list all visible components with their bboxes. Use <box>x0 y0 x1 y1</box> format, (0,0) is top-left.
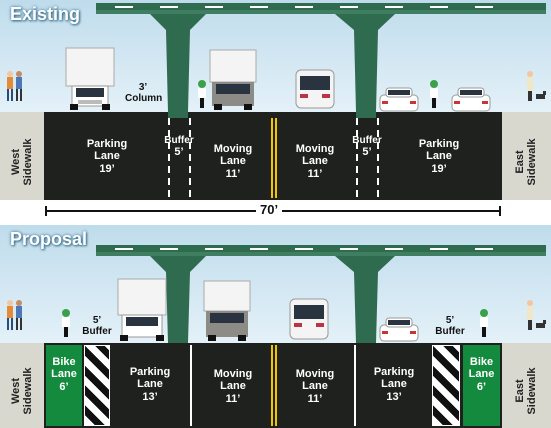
lane-name: Bike Lane <box>468 356 495 380</box>
lane-width: 11’ <box>225 393 241 405</box>
lane-name: Parking Lane <box>129 366 171 390</box>
center-line <box>271 118 273 198</box>
lane-width: 5’ <box>174 146 184 158</box>
box-truck-icon <box>203 280 251 341</box>
pedestrian-icon <box>7 300 13 330</box>
bus-icon <box>289 298 329 340</box>
lane-name: Moving Lane <box>295 368 335 392</box>
total-width-label: 70’ <box>256 202 283 217</box>
existing-panel: Existing 3’ Column West Sidewalk Eas <box>0 0 551 217</box>
lane-marking <box>356 118 358 198</box>
lane-name: Moving Lane <box>213 143 253 167</box>
panel-title: Existing <box>10 4 81 24</box>
center-line <box>275 345 277 426</box>
lane-width: 6’ <box>59 381 69 393</box>
roadway <box>44 112 502 200</box>
lane-marking <box>189 118 191 198</box>
lane-width: 11’ <box>225 168 241 180</box>
lane-width: 13’ <box>386 391 402 403</box>
pedestrian-icon <box>16 71 22 101</box>
box-truck-icon <box>65 47 115 110</box>
column-note: 3’ Column <box>125 82 163 104</box>
car-icon <box>379 87 419 112</box>
pedestrian-icon <box>527 71 533 101</box>
lane-width: 19’ <box>431 163 447 175</box>
column-base <box>168 112 188 118</box>
elevated-structure <box>96 3 546 112</box>
cyclist-icon <box>480 309 488 337</box>
box-truck-icon <box>209 49 257 110</box>
lane-name: Moving Lane <box>295 143 335 167</box>
west-sidewalk-label: West Sidewalk <box>10 138 34 186</box>
bike-lane-west <box>46 345 82 426</box>
proposal-vehicles <box>7 278 546 342</box>
buffer-note-left: 5’ Buffer <box>82 315 112 337</box>
lane-marking <box>168 118 170 198</box>
east-sidewalk <box>502 343 551 428</box>
lane-name: Moving Lane <box>213 368 253 392</box>
cyclist-icon <box>62 309 70 337</box>
buffer-hatch-west <box>84 345 110 426</box>
west-sidewalk <box>0 112 44 200</box>
sky <box>0 225 551 343</box>
lane-width: 5’ <box>362 146 372 158</box>
dog-icon <box>536 91 546 99</box>
box-truck-icon <box>117 278 167 341</box>
column-base <box>356 112 376 118</box>
existing-vehicles <box>7 47 546 112</box>
lane-marking <box>190 345 192 426</box>
lane-name: Buffer <box>164 135 194 146</box>
lane-name: Parking Lane <box>373 366 415 390</box>
panel-title: Proposal <box>10 229 88 249</box>
dog-icon <box>536 320 546 328</box>
lane-name: Parking Lane <box>418 138 460 162</box>
proposal-panel: Proposal 5’ Buffer 5’ Buffer West Sidewa… <box>0 225 551 428</box>
lane-name: Buffer <box>352 135 382 146</box>
bike-lane-east <box>463 345 500 426</box>
cyclist-icon <box>430 80 438 108</box>
car-icon <box>379 317 419 342</box>
cyclist-icon <box>198 80 206 108</box>
lane-name: Bike Lane <box>51 356 77 380</box>
elevated-structure <box>96 245 546 343</box>
lane-marking <box>377 118 379 198</box>
car-icon <box>451 87 491 112</box>
dimension-tick <box>45 206 47 216</box>
lane-width: 19’ <box>99 163 115 175</box>
lane-width: 13’ <box>142 391 158 403</box>
roadway <box>44 343 502 428</box>
west-sidewalk-label: West Sidewalk <box>10 367 34 415</box>
dimension-tick <box>499 206 501 216</box>
east-sidewalk-label: East Sidewalk <box>514 367 538 415</box>
lane-name: Parking Lane <box>86 138 128 162</box>
lane-marking <box>354 345 356 426</box>
center-line <box>275 118 277 198</box>
bus-icon <box>295 69 335 109</box>
east-sidewalk <box>502 112 551 200</box>
buffer-hatch-east <box>432 345 460 426</box>
lane-width: 6’ <box>476 381 487 393</box>
west-sidewalk <box>0 343 44 428</box>
lane-width: 11’ <box>307 393 323 405</box>
center-line <box>271 345 273 426</box>
east-sidewalk-label: East Sidewalk <box>514 138 538 186</box>
pedestrian-icon <box>16 300 22 330</box>
pedestrian-icon <box>527 300 533 330</box>
buffer-note-right: 5’ Buffer <box>435 315 465 337</box>
lane-width: 11’ <box>307 168 323 180</box>
pedestrian-icon <box>7 71 13 101</box>
